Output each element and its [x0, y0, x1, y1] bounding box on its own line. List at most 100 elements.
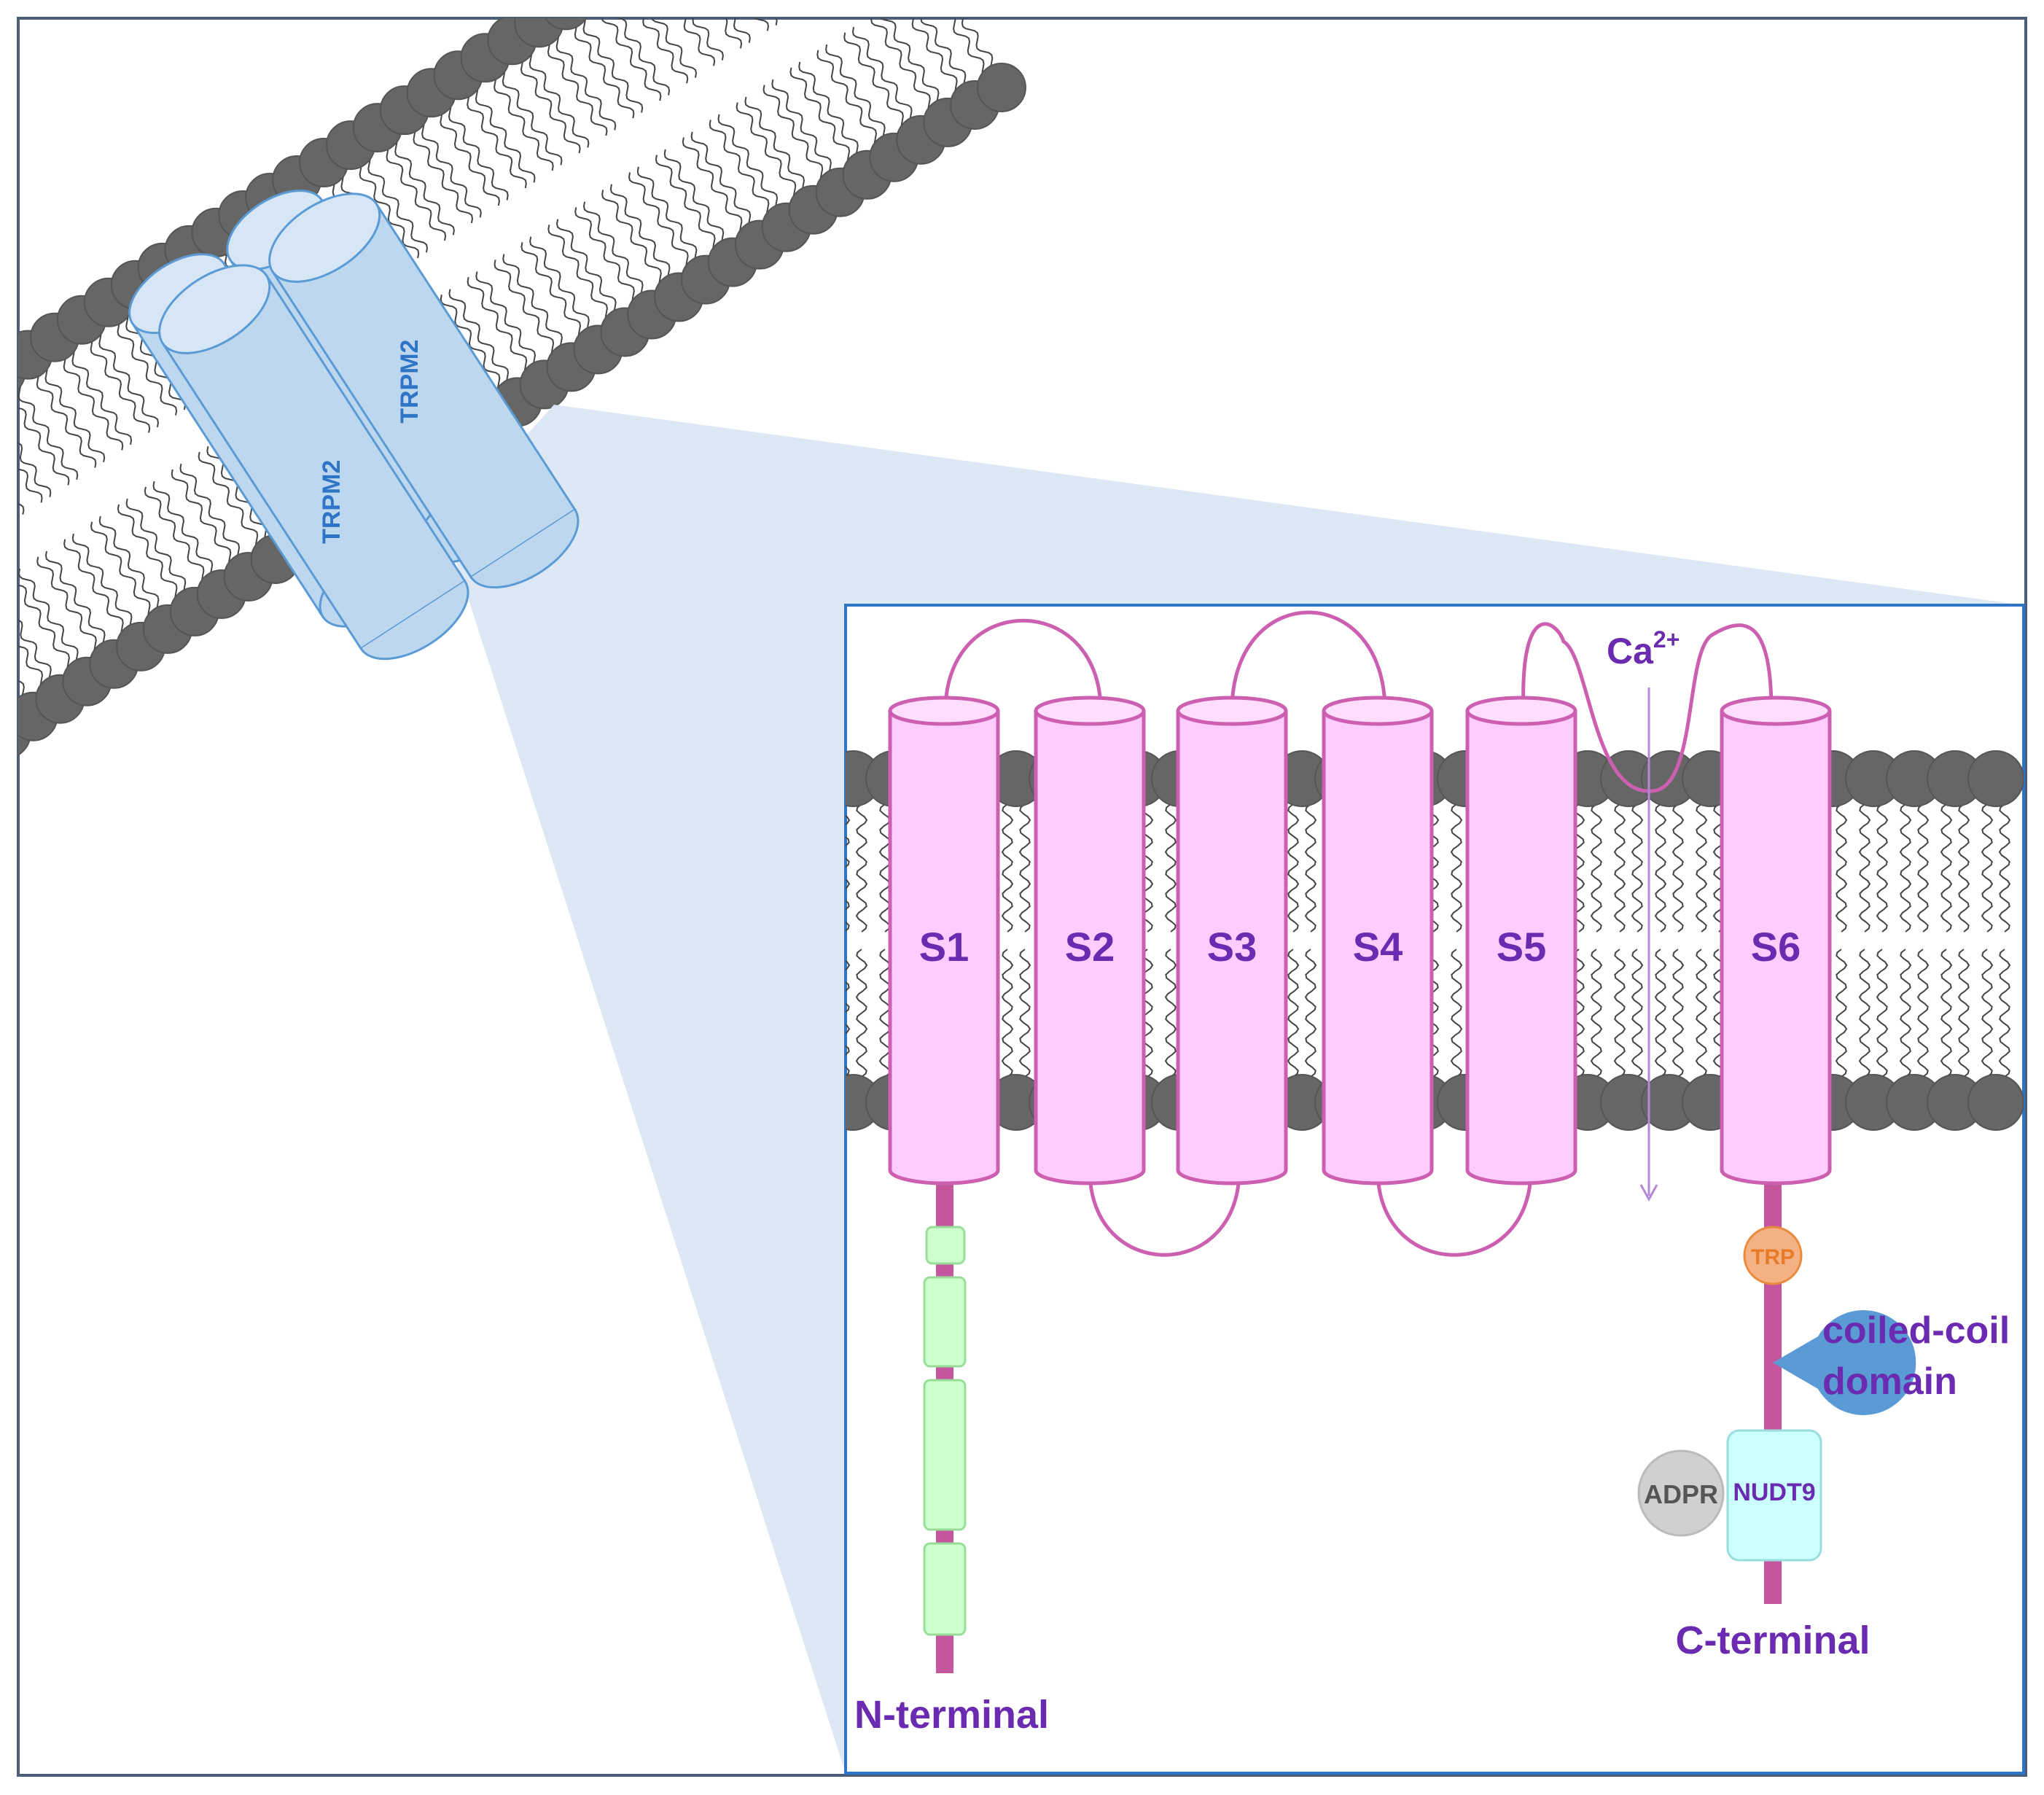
lipid-tail	[1164, 949, 1177, 1078]
lipid-tail	[1672, 949, 1685, 1078]
lipid-tail	[1998, 949, 2011, 1078]
n-terminal-label: N-terminal	[854, 1693, 1049, 1737]
lipid-tail	[1858, 803, 1871, 932]
lipid-tail	[1695, 949, 1708, 1078]
lipid-tail	[1450, 949, 1463, 1078]
lipid-tail	[1695, 803, 1708, 932]
lipid-tail	[725, 18, 743, 49]
channel-subunit-front-left: TRPM2	[158, 264, 469, 661]
lipid-tail	[1018, 949, 1031, 1078]
ankyrin-repeat	[925, 1226, 966, 1265]
lipid-tail	[1981, 949, 1994, 1078]
lipid-tail	[1654, 803, 1667, 932]
lipid-tail	[1899, 949, 1912, 1078]
n-terminal-domains	[923, 1226, 967, 1636]
lipid-tail	[1572, 949, 1585, 1078]
c-terminal-label: C-terminal	[1675, 1619, 1870, 1662]
calcium-ion-label: Ca2+	[1607, 626, 1680, 671]
helix-s3: S3	[1176, 696, 1288, 1185]
helix-label-s5: S5	[1497, 924, 1547, 970]
lipid-tail	[878, 949, 892, 1078]
trpm2-channel: TRPM2 TRPM2	[128, 190, 580, 661]
lipid-tail	[615, 18, 671, 96]
lipid-tail	[1141, 949, 1154, 1078]
trp-domain-label: TRP	[1751, 1245, 1795, 1269]
lipid-tail	[1141, 803, 1154, 932]
lipid-head	[0, 728, 4, 776]
ankyrin-repeat	[923, 1379, 967, 1531]
lipid-tail	[692, 18, 724, 61]
helix-s2: S2	[1034, 696, 1146, 1185]
trpm2-label-left: TRPM2	[318, 460, 346, 544]
lipid-tail	[1876, 803, 1889, 932]
lipid-head	[569, 0, 617, 12]
lipid-tail	[1164, 803, 1177, 932]
nudt9-domain: NUDT9	[1726, 1429, 1822, 1562]
lipid-tail	[1572, 803, 1585, 932]
lipid-tail	[1590, 803, 1603, 932]
lipid-tail	[733, 18, 751, 43]
ankyrin-repeat	[923, 1542, 967, 1636]
lipid-tail	[0, 627, 3, 737]
lipid-tail	[1858, 949, 1871, 1078]
helix-s1: S1	[888, 696, 1000, 1185]
lipid-tail	[1304, 949, 1317, 1078]
lipid-tail	[1613, 803, 1626, 932]
lipid-tail	[1590, 949, 1603, 1078]
lipid-tail	[651, 18, 698, 78]
lipid-tail	[18, 407, 70, 486]
lipid-tail	[1304, 803, 1317, 932]
coiled-coil-label-line1: coiled-coil	[1822, 1309, 2010, 1352]
topology-inset: S1 S2 S3 S4 S5 S6 Ca2+ TRP coiled-coil domain…	[844, 604, 2025, 1775]
helix-label-s4: S4	[1353, 924, 1403, 970]
transmembrane-helices: S1 S2 S3 S4 S5 S6	[888, 696, 1832, 1185]
lipid-tail	[1916, 949, 1930, 1078]
trp-domain: TRP	[1743, 1226, 1803, 1285]
lipid-head	[976, 62, 1026, 112]
lipid-tail	[1957, 949, 1970, 1078]
lipid-tail	[601, 18, 662, 101]
lipid-tail	[1712, 949, 1725, 1078]
lipid-tail	[1450, 803, 1463, 932]
coiled-coil-domain-shape	[1773, 1310, 1916, 1415]
lipid-tail	[1631, 803, 1644, 932]
adpr-ligand: ADPR	[1637, 1449, 1725, 1537]
lipid-tail	[878, 803, 892, 932]
lipid-tail	[18, 468, 43, 503]
lipid-head	[545, 18, 588, 31]
calcium-flow-arrow	[1639, 688, 1658, 1202]
lipid-tail	[642, 18, 689, 84]
helix-label-s1: S1	[919, 924, 970, 970]
lipid-tail	[1998, 803, 2011, 932]
lipid-tail	[1001, 803, 1014, 932]
nudt9-label: NUDT9	[1733, 1479, 1815, 1506]
adpr-label: ADPR	[1644, 1479, 1718, 1509]
lipid-tail	[0, 621, 12, 731]
lipid-tail	[1899, 803, 1912, 932]
lipid-tail	[1631, 949, 1644, 1078]
lipid-tail	[1287, 949, 1300, 1078]
lipid-tail	[855, 949, 868, 1078]
lipid-tail	[855, 803, 868, 932]
lipid-tail	[1654, 949, 1667, 1078]
lipid-tail	[1981, 803, 1994, 932]
coiled-coil-label-line2: domain	[1822, 1360, 1957, 1403]
channel-subunit-front-right: TRPM2	[268, 192, 580, 589]
trpm2-label-right: TRPM2	[396, 340, 424, 424]
calcium-symbol: Ca	[1607, 631, 1654, 671]
lipid-head	[1967, 750, 2024, 807]
helix-label-s6: S6	[1751, 924, 1801, 970]
lipid-tail	[1916, 803, 1930, 932]
extracellular-loops	[943, 610, 1774, 793]
lipid-tail	[1287, 803, 1300, 932]
helix-label-s3: S3	[1207, 924, 1257, 970]
lipid-tail	[722, 0, 795, 13]
lipid-tail	[1712, 803, 1725, 932]
lipid-tail	[683, 18, 716, 66]
lipid-tail	[1835, 803, 1848, 932]
helix-s5: S5	[1465, 696, 1577, 1185]
lipid-tail	[0, 410, 15, 520]
lipid-tail	[1957, 803, 1970, 932]
lipid-tail	[1940, 803, 1953, 932]
